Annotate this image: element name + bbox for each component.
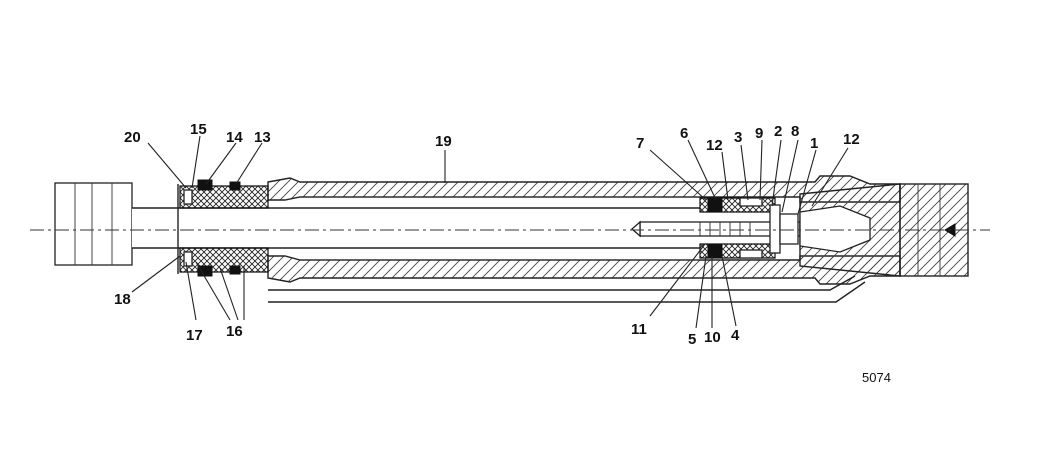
callout-7: 7 xyxy=(636,135,644,152)
callout-13: 13 xyxy=(254,129,271,146)
callout-12-endcap: 12 xyxy=(843,131,860,148)
callout-17: 17 xyxy=(186,327,203,344)
cylinder-tube xyxy=(267,175,901,285)
callout-5: 5 xyxy=(688,331,696,348)
callout-9: 9 xyxy=(755,125,763,142)
piston-assembly xyxy=(631,197,801,259)
callout-10: 10 xyxy=(704,329,721,346)
gland xyxy=(177,179,269,277)
callout-12-piston: 12 xyxy=(706,137,723,154)
callout-18: 18 xyxy=(114,291,131,308)
oil-line xyxy=(268,275,866,303)
callout-4: 4 xyxy=(731,327,740,344)
callout-15: 15 xyxy=(190,121,207,138)
figure-number: 5074 xyxy=(862,370,891,385)
rod-eye xyxy=(54,182,133,266)
callout-3: 3 xyxy=(734,129,742,146)
callout-1: 1 xyxy=(810,135,818,152)
callout-14: 14 xyxy=(226,129,243,146)
callout-11: 11 xyxy=(631,321,647,338)
callout-8: 8 xyxy=(791,123,799,140)
piston-rod xyxy=(132,207,700,249)
callout-16: 16 xyxy=(226,323,243,340)
callout-6: 6 xyxy=(680,125,688,142)
callout-labels: 20 15 14 13 19 7 6 12 3 9 2 8 1 12 18 17… xyxy=(114,121,860,348)
callout-19: 19 xyxy=(435,133,452,150)
callout-20: 20 xyxy=(124,129,141,146)
leader-lines xyxy=(131,135,849,329)
callout-2: 2 xyxy=(774,123,782,140)
